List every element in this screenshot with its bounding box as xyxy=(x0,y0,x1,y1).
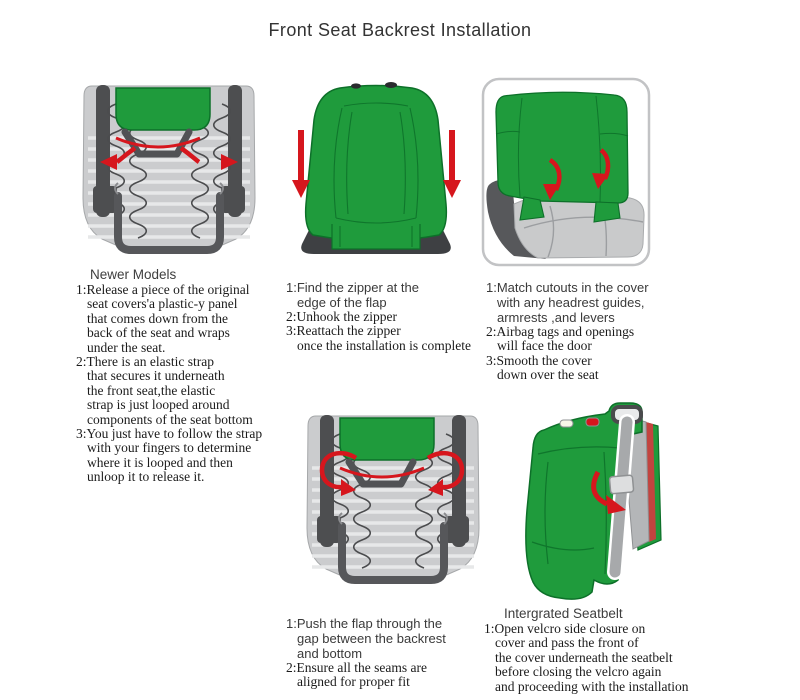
headrest-mark-light xyxy=(559,419,574,428)
cover-seams xyxy=(333,102,419,247)
instruction-step: 1:Match cutouts in the cover with any he… xyxy=(486,280,649,325)
instruction-step: 1:Find the zipper at the edge of the fla… xyxy=(286,280,419,310)
tuck-arrow-left-icon xyxy=(543,158,562,200)
cover-body xyxy=(304,84,448,242)
seat-cover-fitting-figure xyxy=(481,77,651,267)
headrest-hole-left xyxy=(351,83,361,89)
instruction-step: 1:Open velcro side closure on cover and … xyxy=(484,621,689,694)
push-arrow-left-icon xyxy=(319,450,358,496)
cover-front-flap xyxy=(331,224,421,250)
belt-buckle xyxy=(608,474,635,495)
instruction-step: 3:You just have to follow the strap with… xyxy=(76,426,263,485)
cover-flap-tabs xyxy=(519,196,621,223)
red-strap-arc xyxy=(115,136,201,149)
underseat-frame-release-figure xyxy=(82,85,256,254)
cutouts-section: 1:Match cutouts in the cover with any he… xyxy=(486,280,698,383)
underseat-flap-push-figure xyxy=(306,415,480,584)
seat-slats xyxy=(88,136,250,239)
instruction-step: 2:Unhook the zipper xyxy=(286,309,397,324)
headrest-hole-right xyxy=(385,82,397,88)
left-rail xyxy=(96,85,110,217)
wire-hooks xyxy=(114,182,224,195)
backrest-cover-pull-down-figure xyxy=(292,82,461,254)
bottom-wire-bar xyxy=(338,522,448,584)
seatbelt-heading: Intergrated Seatbelt xyxy=(504,606,623,621)
zipper-section: 1:Find the zipper at the edge of the fla… xyxy=(286,280,491,353)
green-panel xyxy=(339,417,435,461)
green-panel xyxy=(115,87,211,131)
right-bracket xyxy=(445,516,469,543)
instruction-step: 2:Ensure all the seams are aligned for p… xyxy=(286,660,427,690)
instruction-step: 1:Push the flap through the gap between … xyxy=(286,616,446,661)
release-arrow-right-icon xyxy=(179,146,238,170)
seat-slats xyxy=(312,466,474,569)
integrated-seatbelt-figure xyxy=(525,402,662,600)
wrap-arrow-icon xyxy=(591,470,626,514)
right-bracket xyxy=(221,186,245,213)
release-arrow-left-icon xyxy=(100,146,137,170)
page-title: Front Seat Backrest Installation xyxy=(268,20,532,40)
instruction-step: 1:Release a piece of the original seat c… xyxy=(76,282,250,355)
wire-hooks xyxy=(338,512,448,525)
instruction-step: 3:Reattach the zipper once the installat… xyxy=(286,323,471,353)
pull-down-arrow-right-icon xyxy=(443,130,461,198)
tuck-arrow-right-icon xyxy=(592,148,611,189)
red-strap-arc xyxy=(339,466,425,479)
cover-backrest xyxy=(495,91,629,204)
right-rail xyxy=(228,85,242,217)
flap-section: 1:Push the flap through the gap between … xyxy=(286,616,496,690)
pull-down-arrow-left-icon xyxy=(292,130,310,198)
seatbelt-section: Intergrated Seatbelt 1:Open velcro side … xyxy=(484,606,729,694)
instruction-step: 3:Smooth the cover down over the seat xyxy=(486,352,599,383)
left-bracket xyxy=(93,186,117,213)
push-arrow-right-icon xyxy=(426,450,465,496)
seatbelt-strap xyxy=(609,416,633,578)
newer-models-section: Newer Models 1:Release a piece of the or… xyxy=(76,267,296,485)
instruction-step: 2:Airbag tags and openings will face the… xyxy=(486,324,635,354)
backrest-seams xyxy=(495,95,629,203)
newer-models-heading: Newer Models xyxy=(90,267,177,282)
left-bracket xyxy=(317,516,341,543)
headrest-mark-red xyxy=(585,417,600,427)
cover-seams xyxy=(531,446,621,575)
instruction-step: 2:There is an elastic strap that secures… xyxy=(76,354,253,427)
bottom-wire-bar xyxy=(114,192,224,254)
